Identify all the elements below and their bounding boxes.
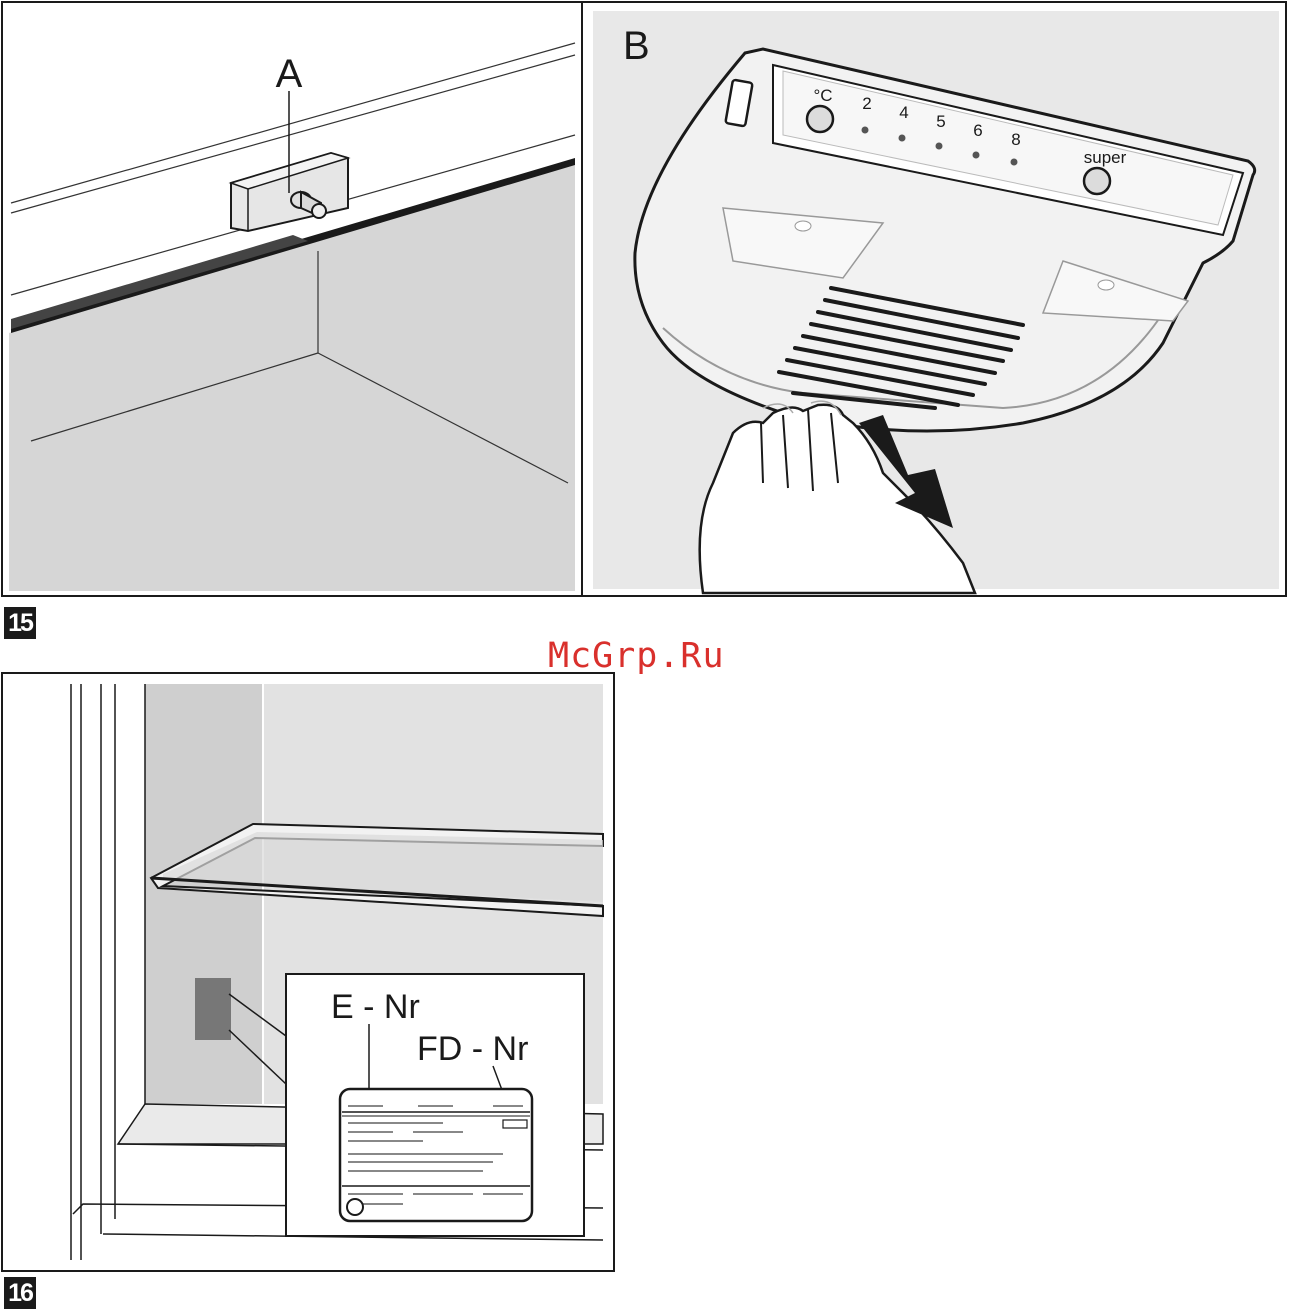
panel-b-label: B <box>623 24 650 68</box>
figure-16-number: 16 <box>4 1277 36 1309</box>
indicator-led <box>973 152 980 159</box>
indicator-led <box>936 143 943 150</box>
scale-value-0: 2 <box>862 94 871 113</box>
indicator-led <box>1011 159 1018 166</box>
rating-plate-location <box>195 978 231 1040</box>
panel-a-label: A <box>276 52 303 96</box>
temperature-button <box>807 106 833 132</box>
figure-15-frame: A B °C 2 4 5 6 8 super <box>1 1 1287 597</box>
unit-label: °C <box>813 86 832 105</box>
scale-value-3: 6 <box>973 121 982 140</box>
figure-16-illustration: E - Nr FD - Nr <box>3 674 613 1270</box>
figure-16-frame: E - Nr FD - Nr <box>1 672 615 1272</box>
scale-value-1: 4 <box>899 103 908 122</box>
indicator-led <box>862 127 869 134</box>
fd-nr-label: FD - Nr <box>417 1030 528 1068</box>
super-label: super <box>1084 148 1127 167</box>
figure-15-number: 15 <box>4 607 36 639</box>
scale-value-4: 8 <box>1011 130 1020 149</box>
super-button <box>1084 168 1110 194</box>
figure-15-illustration: A B °C 2 4 5 6 8 super <box>3 3 1285 595</box>
watermark-text: McGrp.Ru <box>548 636 725 676</box>
e-nr-label: E - Nr <box>331 988 420 1026</box>
scale-value-2: 5 <box>936 112 945 131</box>
indicator-led <box>899 135 906 142</box>
